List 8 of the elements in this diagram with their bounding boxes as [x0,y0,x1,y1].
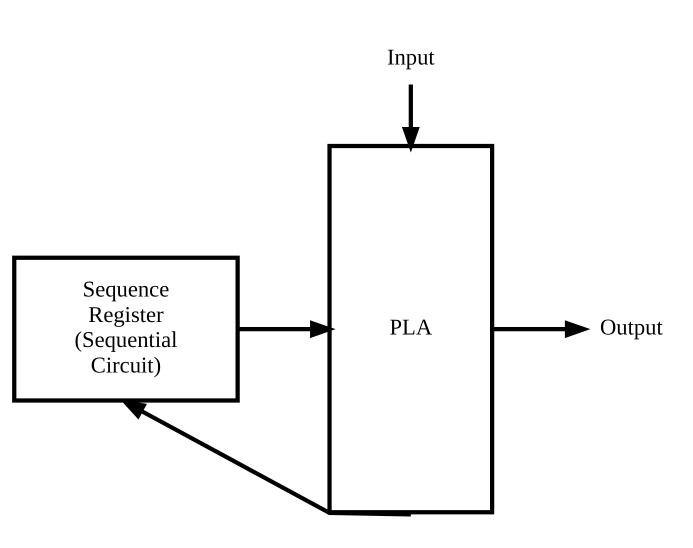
arrow [120,400,411,516]
arrow [492,320,590,338]
node-box: PLA [327,144,494,514]
node-text: Input [386,44,435,70]
node-box: Sequence Register (Sequential Circuit) [12,256,240,403]
arrow [402,84,420,152]
node-text: Output [600,314,663,340]
arrow [238,320,336,338]
